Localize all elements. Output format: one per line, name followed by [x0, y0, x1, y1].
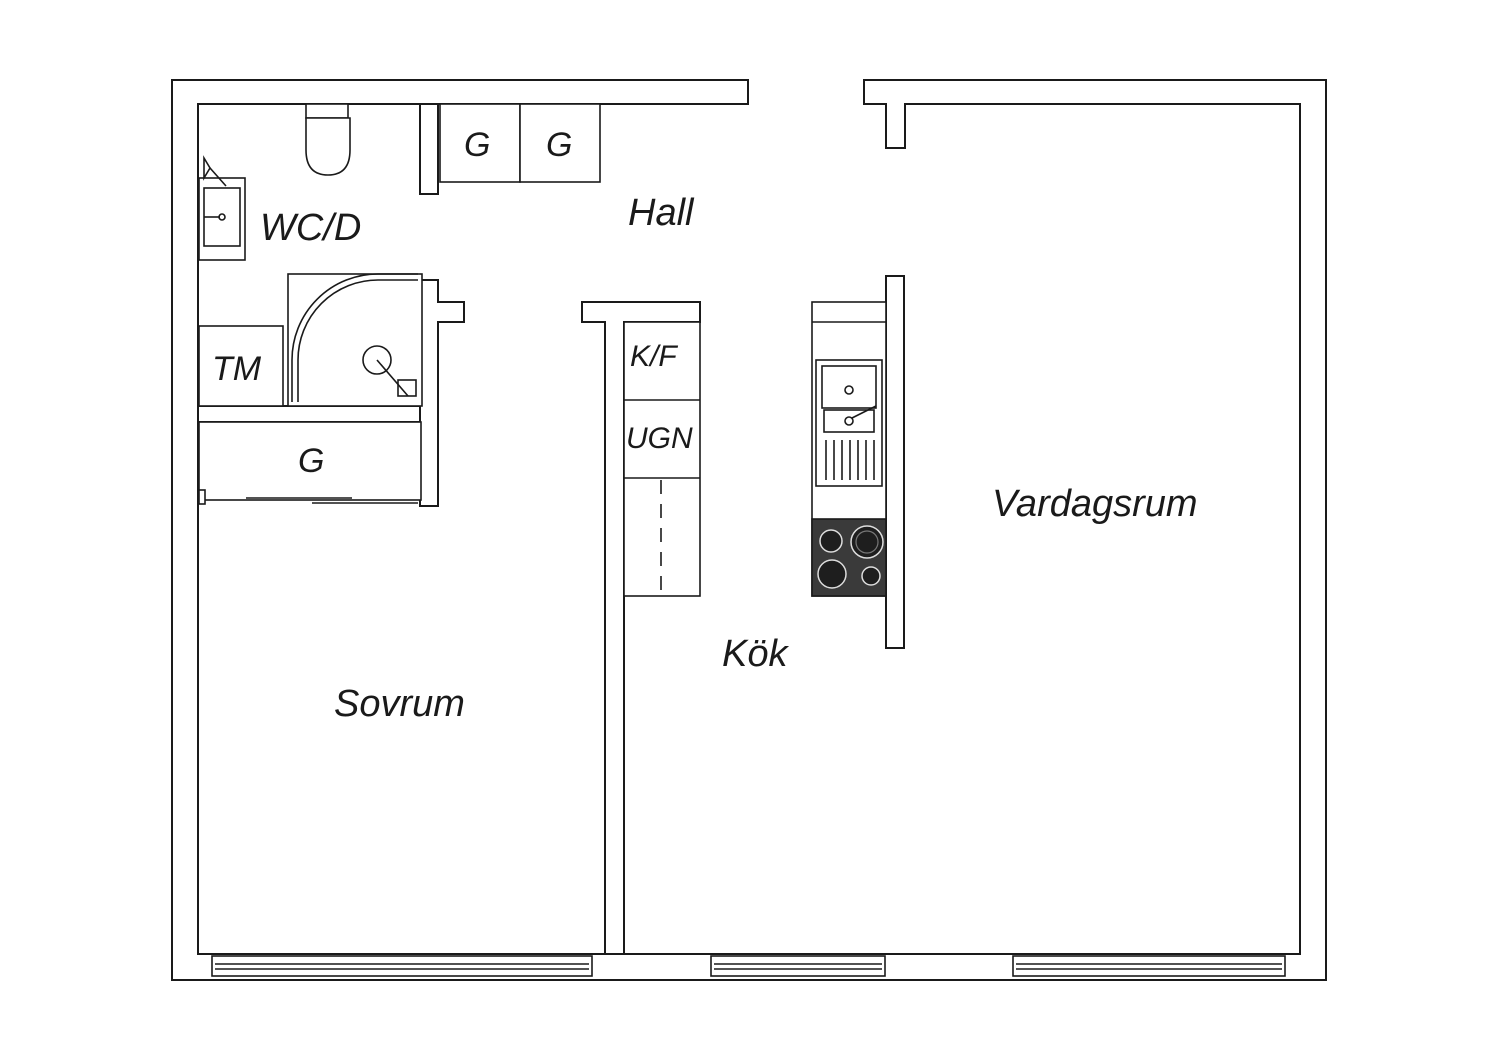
- kitchen-counter-left: K/F UGN: [623, 321, 701, 597]
- room-label-wc: WC/D: [260, 207, 361, 249]
- outer-walls: [171, 79, 1327, 981]
- window-living: [1012, 955, 1286, 977]
- wardrobe-bedroom: G: [198, 421, 422, 501]
- sink-icon: [198, 155, 246, 261]
- room-label-living: Vardagsrum: [992, 483, 1198, 525]
- toilet-icon: [305, 103, 351, 176]
- room-label-bedroom: Sovrum: [334, 683, 465, 725]
- oven-label: UGN: [626, 422, 693, 455]
- wardrobe-hall-1-label: G: [464, 126, 490, 164]
- room-label-hall: Hall: [628, 192, 695, 234]
- wardrobe-hall-2-label: G: [546, 126, 572, 164]
- window-kitchen: [710, 955, 886, 977]
- stove-icon: [811, 518, 887, 597]
- washing-machine-box: TM: [198, 325, 284, 407]
- shower-icon: [287, 273, 423, 407]
- fridge-label: K/F: [630, 340, 678, 373]
- kitchen-sink-icon: [815, 359, 883, 487]
- bedroom-sliding-door: [198, 489, 418, 505]
- washer-label: TM: [212, 350, 262, 388]
- wardrobe-bedroom-label: G: [298, 442, 324, 480]
- room-label-kitchen: Kök: [722, 633, 789, 675]
- wardrobe-hall: G G: [439, 103, 601, 183]
- window-bedroom: [211, 955, 593, 977]
